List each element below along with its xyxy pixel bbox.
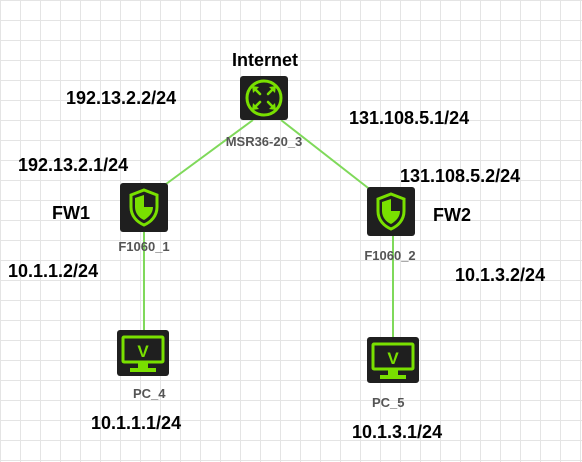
pc-4[interactable]: V PC_4 <box>117 330 169 401</box>
fw1-label: F1060_1 <box>118 239 169 254</box>
firewall-f1060-1[interactable]: FW1 F1060_1 <box>52 183 170 254</box>
ip-label-10-1-3-2: 10.1.3.2/24 <box>455 265 545 285</box>
link-internet-fw2 <box>280 119 373 192</box>
firewall-shield-icon <box>367 187 415 236</box>
ip-label-131-108-5-1: 131.108.5.1/24 <box>349 108 469 128</box>
pc5-label: PC_5 <box>372 395 405 410</box>
svg-text:V: V <box>137 342 149 361</box>
fw2-heading: FW2 <box>433 205 471 225</box>
monitor-icon: V <box>367 337 419 383</box>
fw2-label: F1060_2 <box>364 248 415 263</box>
ip-labels: 192.13.2.2/24 131.108.5.1/24 192.13.2.1/… <box>8 88 545 442</box>
ip-label-10-1-3-1: 10.1.3.1/24 <box>352 422 442 442</box>
router-msr36-20-3[interactable]: Internet MSR36-20_3 <box>226 50 303 149</box>
firewall-shield-icon <box>120 183 168 232</box>
links <box>143 119 394 339</box>
link-internet-fw1 <box>161 119 254 188</box>
internet-heading: Internet <box>232 50 298 70</box>
pc-5[interactable]: V PC_5 <box>367 337 419 410</box>
router-icon <box>240 76 288 120</box>
firewall-f1060-2[interactable]: FW2 F1060_2 <box>364 187 471 263</box>
pc4-label: PC_4 <box>133 386 166 401</box>
monitor-icon: V <box>117 330 169 376</box>
ip-label-192-13-2-1: 192.13.2.1/24 <box>18 155 128 175</box>
svg-text:V: V <box>387 349 399 368</box>
ip-label-131-108-5-2: 131.108.5.2/24 <box>400 166 520 186</box>
ip-label-10-1-1-2: 10.1.1.2/24 <box>8 261 98 281</box>
ip-label-192-13-2-2: 192.13.2.2/24 <box>66 88 176 108</box>
ip-label-10-1-1-1: 10.1.1.1/24 <box>91 413 181 433</box>
fw1-heading: FW1 <box>52 203 90 223</box>
router-label: MSR36-20_3 <box>226 134 303 149</box>
